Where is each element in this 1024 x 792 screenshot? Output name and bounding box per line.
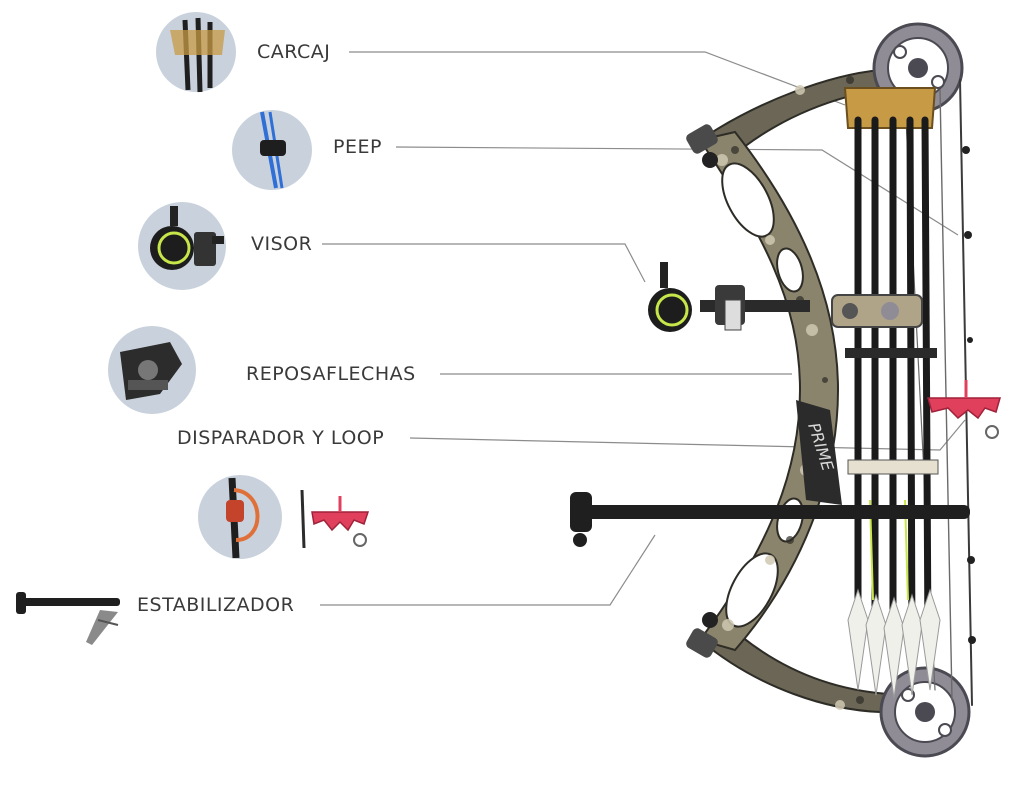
- stabilizer: [570, 492, 970, 547]
- riser: [698, 130, 840, 652]
- label-stabilizer: ESTABILIZADOR: [137, 594, 295, 616]
- release: [927, 380, 1001, 439]
- grip: [796, 400, 842, 505]
- sight: [648, 262, 810, 332]
- thumbnail-sight: [138, 202, 226, 290]
- label-sight: VISOR: [251, 233, 313, 255]
- leader-line-quiver: [349, 51, 846, 106]
- label-release: DISPARADOR Y LOOP: [177, 427, 385, 449]
- bottom-cam: [879, 666, 971, 758]
- thumbnail-peep: [232, 110, 312, 190]
- thumbnail-arrow-rest: [108, 326, 196, 414]
- label-arrow-rest: REPOSAFLECHAS: [246, 363, 416, 385]
- thumbnail-quiver: [156, 12, 236, 93]
- label-peep: PEEP: [333, 136, 382, 158]
- thumbnail-release: [300, 489, 372, 549]
- leader-line-stabilizer: [320, 534, 656, 606]
- thumbnail-stabilizer: [16, 592, 120, 645]
- quiver: [843, 87, 941, 699]
- leader-line-sight: [322, 243, 646, 283]
- leader-line-release: [409, 419, 966, 451]
- bow: PRIME: [686, 68, 892, 714]
- arrow-rest: [831, 294, 923, 328]
- leader-lines: [320, 51, 966, 606]
- label-quiver: CARCAJ: [257, 41, 331, 63]
- thumbnail-release-loop: [198, 475, 282, 559]
